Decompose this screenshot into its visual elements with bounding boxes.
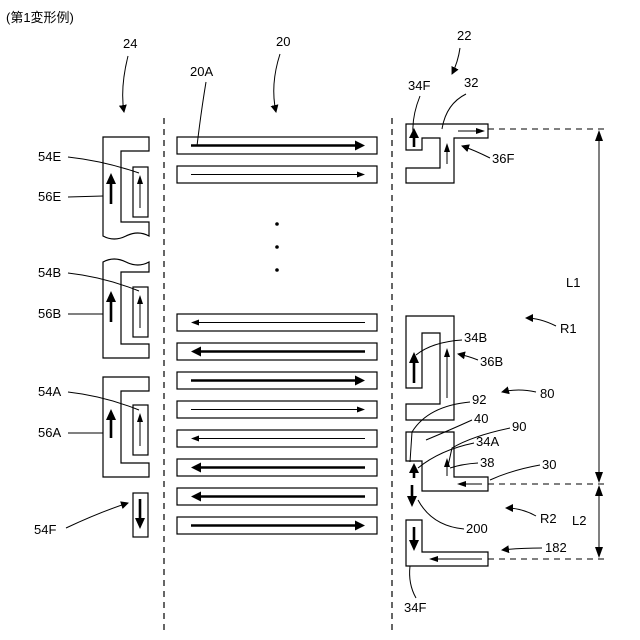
label-90: 90 [512, 419, 526, 434]
label-34A: 34A [476, 434, 499, 449]
center-strip [177, 314, 377, 331]
leader-36B [458, 354, 478, 360]
label-56A: 56A [38, 425, 61, 440]
dim-L1-bottom-head [595, 472, 603, 483]
center-strip [177, 401, 377, 418]
center-strip [177, 372, 377, 389]
label-36F: 36F [492, 151, 514, 166]
leader-20 [274, 54, 280, 112]
label-54E: 54E [38, 149, 61, 164]
center-strip [177, 488, 377, 505]
ellipsis-dot [275, 268, 279, 272]
leader-22 [452, 48, 460, 74]
center-strip [177, 137, 377, 154]
label-30: 30 [542, 457, 556, 472]
ellipsis-dot [275, 245, 279, 249]
label-L1: L1 [566, 275, 580, 290]
dimension-lines [488, 129, 606, 559]
label-92: 92 [472, 392, 486, 407]
label-20: 20 [276, 34, 290, 49]
dim-L2-bottom-head [595, 547, 603, 558]
dim-L2-top-head [595, 485, 603, 496]
center-strip [177, 459, 377, 476]
label-54B: 54B [38, 265, 61, 280]
label-32: 32 [464, 75, 478, 90]
label-R1: R1 [560, 321, 577, 336]
label-80: 80 [540, 386, 554, 401]
label-34F-top: 34F [408, 78, 430, 93]
right-column-labels: 34F 32 36F L1 R1 34B 36B 80 92 40 90 34A… [404, 75, 586, 615]
label-36B: 36B [480, 354, 503, 369]
label-R2: R2 [540, 511, 557, 526]
label-54A: 54A [38, 384, 61, 399]
label-40: 40 [474, 411, 488, 426]
leader-182 [502, 548, 542, 550]
bold-up-arrow-34A-head [409, 463, 419, 473]
label-20A-group: 20A [190, 64, 213, 146]
label-54F: 54F [34, 522, 56, 537]
leader-34F-bottom [410, 566, 416, 598]
leader-54F [66, 503, 128, 528]
ellipsis-dots [275, 222, 279, 272]
label-182: 182 [545, 540, 567, 555]
leader-200 [418, 500, 464, 529]
leader-80 [502, 390, 536, 392]
label-56E: 56E [38, 189, 61, 204]
leader-R2 [506, 508, 536, 516]
label-200: 200 [466, 521, 488, 536]
center-strip-group [177, 137, 377, 534]
label-38: 38 [480, 455, 494, 470]
leader-20A [197, 82, 206, 146]
label-34B: 34B [464, 330, 487, 345]
label-L2: L2 [572, 513, 586, 528]
leader-24 [123, 56, 128, 112]
center-strip [177, 517, 377, 534]
leader-R1 [526, 318, 556, 326]
leader-36F [462, 146, 490, 158]
right-column [406, 124, 488, 566]
figure-heading: (第1変形例) [6, 10, 74, 25]
label-24: 24 [123, 36, 137, 51]
center-strip [177, 166, 377, 183]
left-column-labels: 54E 56E 54B 56B 54A 56A 54F [34, 149, 139, 537]
center-strip [177, 430, 377, 447]
bold-down-arrow-200-head [407, 496, 417, 507]
leader-30 [490, 465, 540, 480]
label-34F-bottom: 34F [404, 600, 426, 615]
leader-34B [416, 340, 462, 355]
center-strip [177, 343, 377, 360]
label-56B: 56B [38, 306, 61, 321]
leader-56E [68, 196, 103, 197]
label-20A: 20A [190, 64, 213, 79]
ellipsis-dot [275, 222, 279, 226]
label-22: 22 [457, 28, 471, 43]
dim-L1-top-head [595, 130, 603, 141]
